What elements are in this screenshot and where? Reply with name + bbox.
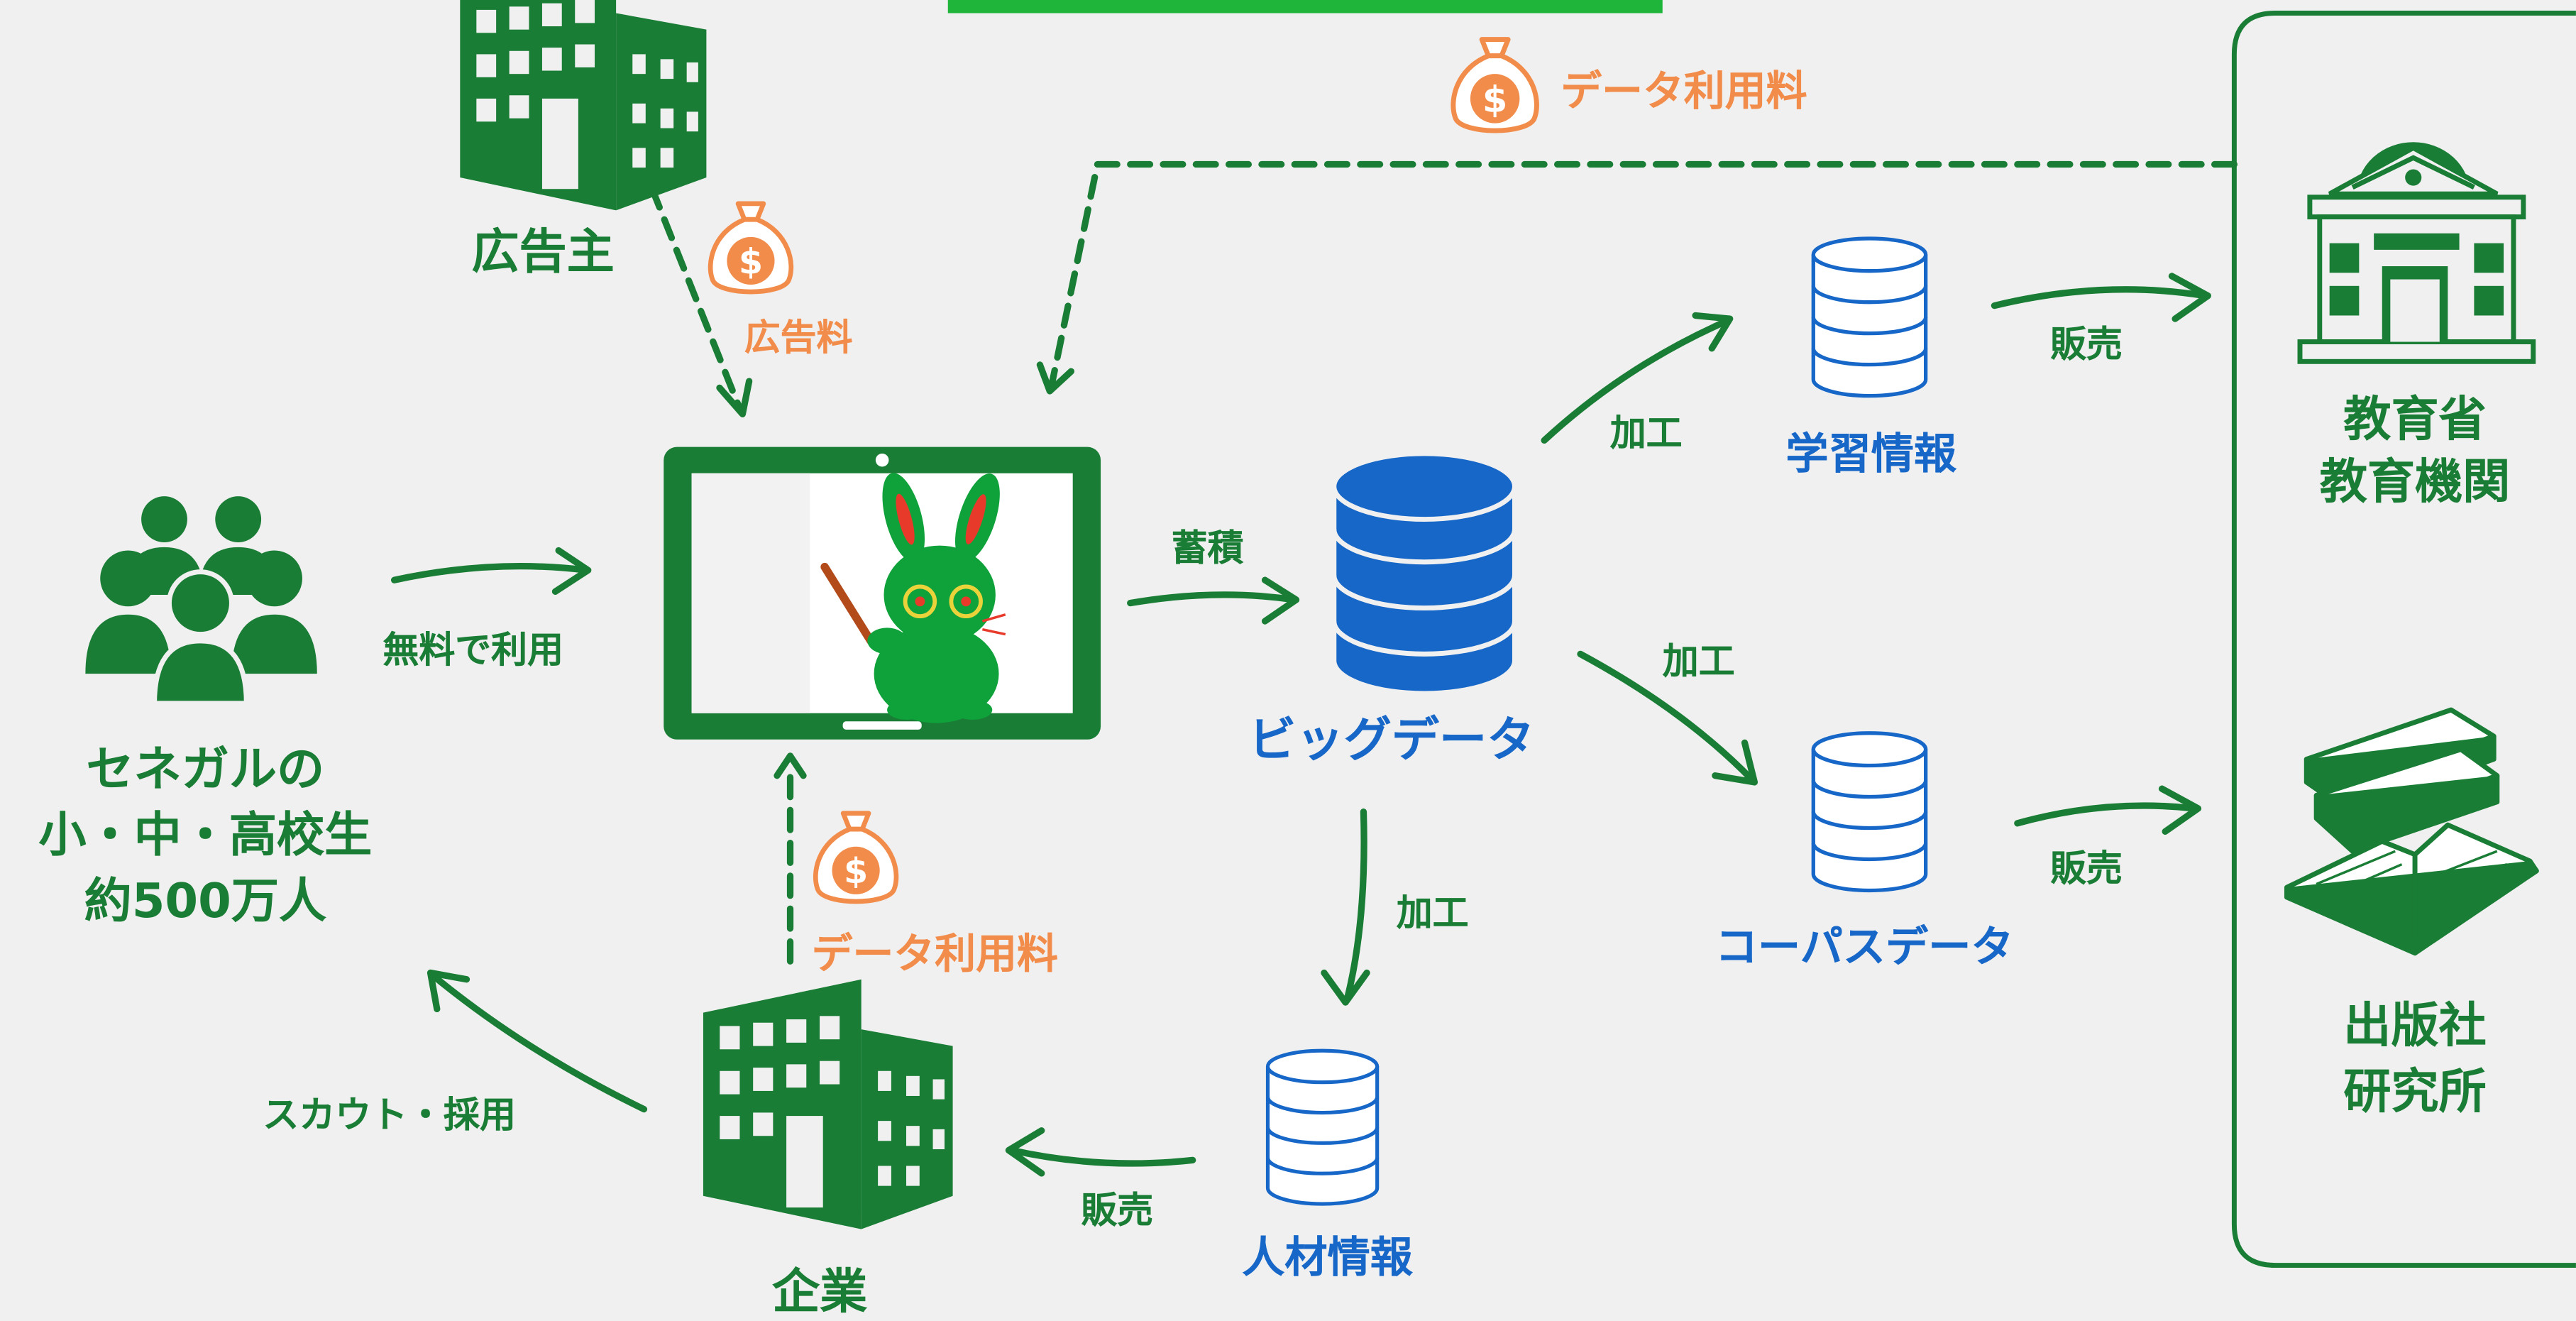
ad-fee-arrowhead [716,378,753,418]
accumulate-arrowhead [1261,576,1300,625]
advertiser-building-icon [460,0,707,211]
top-data-fee-label: データ利用料 [1561,67,1807,116]
scout-arrow [430,972,648,1113]
top-accent-bar [947,0,1663,13]
company-label: 企業 [772,1264,868,1320]
sell-ministry-arrowhead [2168,273,2211,322]
process-learning-arrow [1541,317,1732,444]
students-label: セネガルの 小・中・高校生 約500万人 [0,736,411,933]
corpus-data-label: コーパスデータ [1714,923,2014,973]
top-data-fee-money-bag-icon [1453,40,1537,131]
process-talent-arrow [1343,808,1367,1003]
ad-fee-arrow [649,185,743,411]
company-data-fee-money-bag-icon [815,813,896,901]
big-data-database-icon [1331,451,1517,696]
ministry-label-line1: 教育省 [2343,390,2487,447]
top-data-fee-arrowhead [1036,361,1075,395]
sell-publisher-arrow [2014,802,2198,827]
students-label-line2: 小・中・高校生 [38,806,373,863]
process-corpus-label: 加工 [1662,642,1735,684]
ad-fee-label: 広告料 [744,319,853,360]
free-use-arrowhead [551,547,592,596]
process-corpus-arrowhead [1712,739,1758,786]
learning-info-label: 学習情報 [1785,430,1957,480]
sell-publisher-label: 販売 [2050,849,2123,891]
scout-arrowhead [426,969,470,1013]
ad-fee-money-bag-icon [710,204,791,292]
process-talent-label: 加工 [1396,894,1469,936]
process-learning-arrowhead [1692,312,1734,352]
publisher-label-line2: 研究所 [2343,1063,2487,1119]
advertiser-label: 広告主 [471,223,615,280]
publisher-label-line1: 出版社 [2343,997,2487,1053]
company-building-icon [703,979,953,1229]
sell-publisher-arrowhead [2158,785,2202,835]
accumulate-label: 蓄積 [1171,529,1244,571]
rabbit-mascot [820,473,1006,723]
big-data-label: ビッグデータ [1248,711,1535,768]
company-data-fee-arrowhead [774,752,807,779]
customer-panel-border [2231,11,2576,1268]
process-learning-label: 加工 [1609,414,1683,456]
process-talent-arrowhead [1321,969,1370,1006]
publisher-label: 出版社 研究所 [2291,992,2538,1124]
sell-ministry-arrow [1991,286,2208,309]
corpus-data-database-icon [1813,733,1925,891]
company-data-fee-label: データ利用料 [811,930,1058,978]
free-use-label: 無料で利用 [382,630,564,672]
sell-talent-arrow [1008,1146,1196,1167]
sell-ministry-label: 販売 [2050,325,2123,367]
ministry-label: 教育省 教育機関 [2291,388,2538,512]
sell-talent-label: 販売 [1081,1191,1154,1233]
free-use-arrow [390,563,590,583]
ministry-building-icon [2297,142,2536,364]
sell-talent-arrowhead [1005,1127,1045,1177]
scout-label: スカウト・採用 [263,1096,516,1137]
learning-info-database-icon [1813,239,1925,396]
accumulate-arrow [1127,591,1298,607]
talent-info-label: 人材情報 [1242,1234,1413,1284]
ministry-label-line2: 教育機関 [2319,453,2511,510]
process-corpus-arrow [1577,650,1755,782]
students-label-line1: セネガルの [86,741,325,797]
talent-info-database-icon [1267,1051,1377,1204]
books-icon [2284,707,2539,956]
students-label-line3: 約500万人 [84,872,327,928]
top-data-fee-arrow [1047,160,2238,390]
people-group-icon [85,496,317,706]
